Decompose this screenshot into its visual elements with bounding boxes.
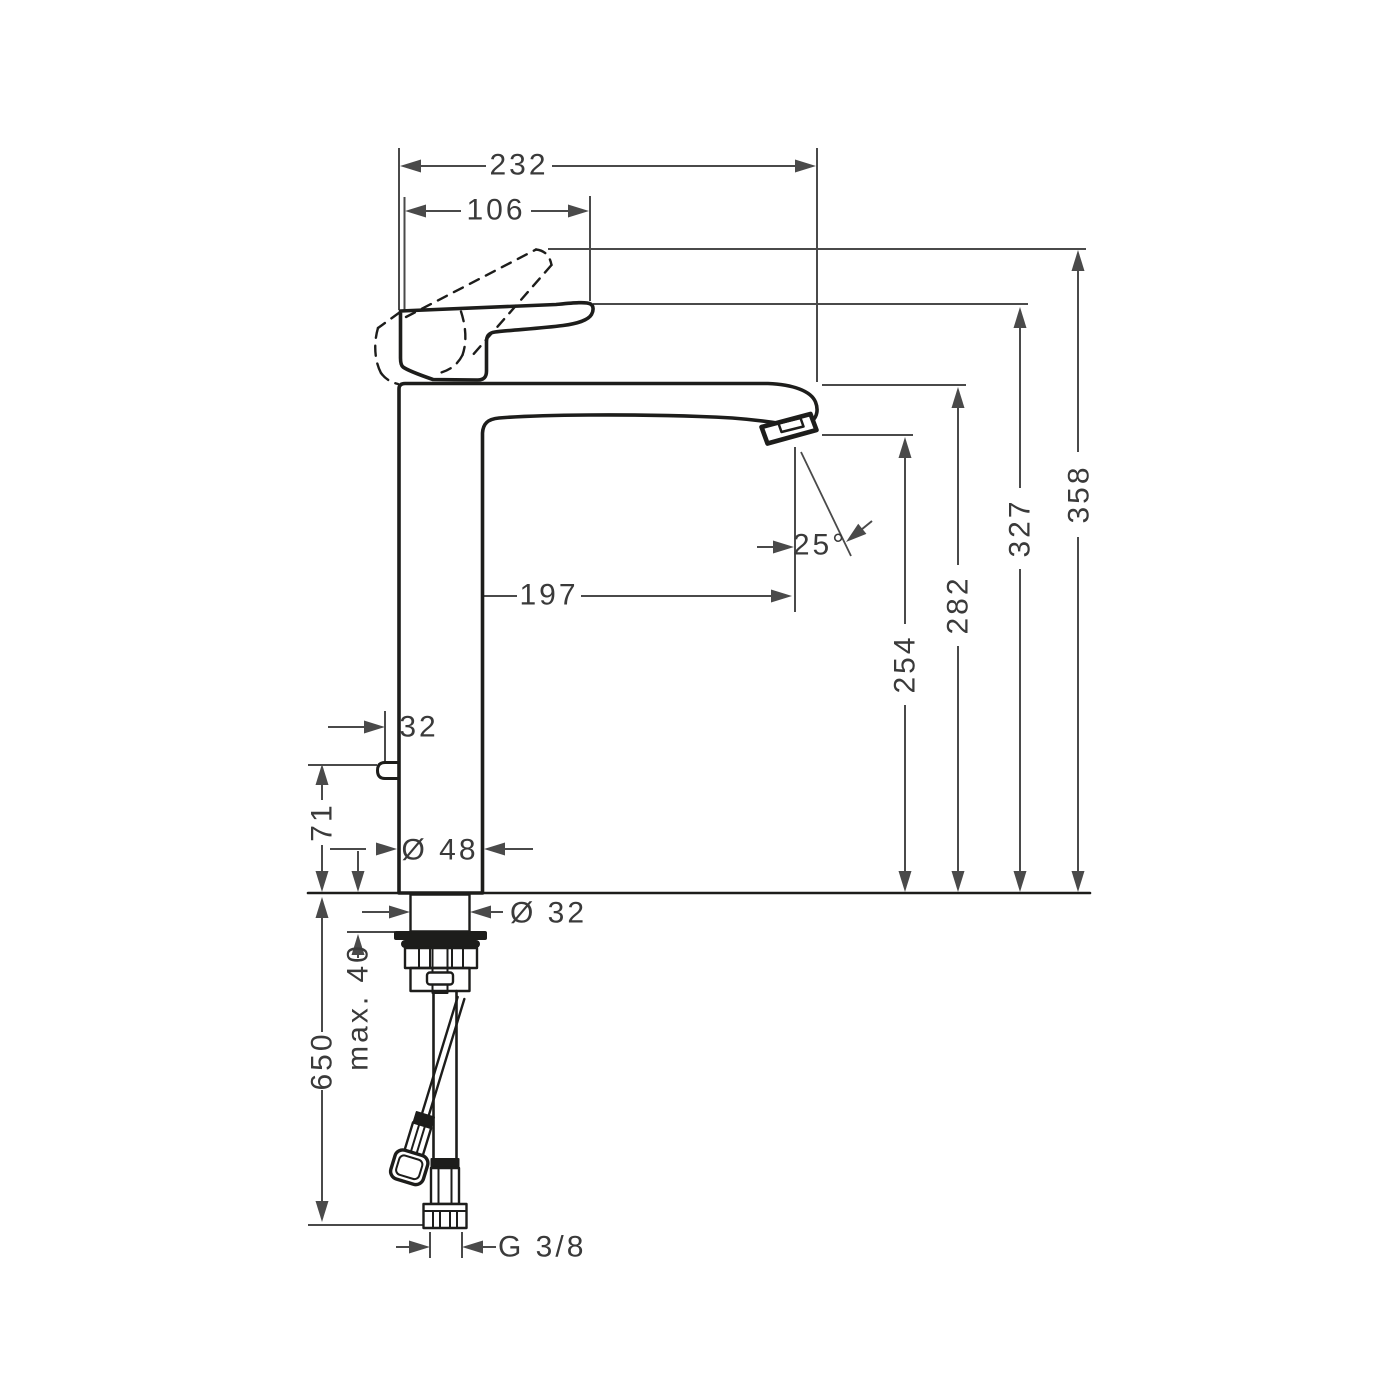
washer (401, 940, 480, 948)
pull-rod (431, 947, 449, 994)
body-and-spout (397, 381, 819, 895)
supply-hose-vertical (422, 989, 468, 1230)
pull-rod-knob (376, 761, 401, 780)
spout-angle-annotation (757, 451, 873, 557)
flange (394, 931, 487, 940)
dim-label-rod-height: 71 (306, 802, 339, 841)
dim-label-base-diameter: Ø 48 (401, 834, 478, 867)
faucet-outline (306, 248, 1092, 1230)
dim-label-handle-projection: 106 (466, 194, 525, 227)
hose-elbow-nut (388, 1148, 430, 1187)
supply-hose-angled (388, 995, 466, 1187)
dim-label-outlet-angle: 25° (793, 529, 847, 562)
dimension-lines (308, 148, 1086, 1258)
aerator (759, 411, 819, 446)
dim-label-hose-length: 650 (306, 1031, 339, 1090)
dim-label-max-counter-thickness: max. 40 (342, 943, 375, 1071)
dim-label-outlet-height: 254 (889, 634, 922, 693)
handle (398, 300, 595, 382)
dimension-labels: 232 106 358 327 282 254 197 25° 32 71 Ø … (306, 149, 1096, 1264)
dim-label-overall-height: 358 (1063, 464, 1096, 523)
extension-lines-right (548, 248, 1086, 436)
dim-label-rod-offset: 32 (399, 711, 438, 744)
dim-label-overall-projection: 232 (489, 149, 548, 182)
mounting-shank (394, 893, 487, 994)
extension-lines-top (398, 148, 818, 382)
handle-raised-dashed (374, 248, 553, 386)
mounting-nut (403, 946, 479, 970)
dim-label-shank-diameter: Ø 32 (510, 897, 587, 930)
dim-label-body-height: 282 (942, 575, 975, 634)
dim-label-outlet-projection: 197 (519, 579, 578, 612)
dim-label-connection-size: G 3/8 (498, 1231, 586, 1264)
hose-connection-nut (422, 1202, 468, 1230)
dim-label-handle-height: 327 (1004, 498, 1037, 557)
